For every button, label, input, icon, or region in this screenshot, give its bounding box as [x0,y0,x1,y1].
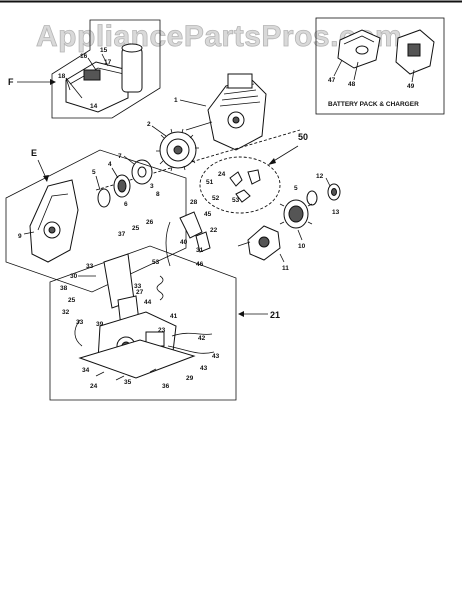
section-label-50: 50 [298,132,308,142]
battery-pack-charger-caption: BATTERY PACK & CHARGER [328,101,419,108]
part-number-33-right: 33 [134,283,142,290]
part-number-49: 49 [407,83,415,90]
section-label-e: E [31,148,37,158]
part-number-53-lower: 53 [152,259,160,266]
part-number-13: 13 [332,209,340,216]
part-number-23: 23 [158,327,166,334]
part-number-42: 42 [198,335,206,342]
part-number-28: 28 [190,199,198,206]
part-number-27: 27 [136,289,144,296]
part-number-52: 52 [212,195,220,202]
carburetor-box [49,245,237,401]
part-number-47: 47 [328,77,336,84]
part-number-33-top: 33 [86,263,94,270]
watermark-text: AppliancePartsPros.com [36,20,402,53]
carburetor-section-21: 21 33 30 38 25 32 33 39 27 33 44 2 [49,199,280,401]
part-number-6: 6 [124,201,128,208]
battery-box [315,17,445,115]
part-number-15: 15 [100,47,108,54]
fuel-tank-group: 16 15 17 18 14 F [8,19,161,119]
part-number-37: 37 [118,231,126,238]
battery-pack-charger-group: 47 48 49 BATTERY PACK & CHARGER [315,17,445,115]
part-number-32: 32 [62,309,70,316]
part-number-4: 4 [108,161,112,168]
part-number-46: 46 [196,261,204,268]
part-number-34: 34 [82,367,90,374]
part-number-22: 22 [210,227,218,234]
part-number-2: 2 [147,121,151,128]
part-number-17: 17 [104,59,112,66]
part-number-44: 44 [144,299,152,306]
part-number-31: 31 [196,247,204,254]
part-number-9: 9 [18,233,22,240]
shaft-axis-line [95,129,301,191]
clutch-dashed-ellipse [199,156,281,214]
part-number-43b: 43 [200,365,208,372]
part-number-10: 10 [298,243,306,250]
part-number-35: 35 [124,379,132,386]
part-number-5-right: 5 [294,185,298,192]
section-label-f: F [8,77,14,87]
part-number-43: 43 [212,353,220,360]
part-number-5: 5 [92,169,96,176]
part-number-25-top: 25 [132,225,140,232]
part-number-30: 30 [70,273,78,280]
part-number-24-bottom: 24 [90,383,98,390]
fuel-cap-part [121,47,143,93]
fan-housing-group: 5 4 6 8 9 E [5,148,187,293]
flywheel-group: 2 [147,121,199,172]
part-number-1: 1 [174,97,178,104]
fan-housing-part [29,179,79,263]
part-number-53: 53 [232,197,240,204]
part-number-25: 25 [68,297,76,304]
part-number-24: 24 [218,171,226,178]
part-number-16: 16 [80,53,88,60]
part-number-14: 14 [90,103,98,110]
part-number-33: 33 [76,319,84,326]
part-number-48: 48 [348,81,356,88]
part-number-38: 38 [60,285,68,292]
part-number-40: 40 [180,239,188,246]
clutch-section-50: 24 51 52 53 50 [199,132,308,214]
fuel-tank-box [51,19,161,119]
part-number-3: 3 [150,183,154,190]
engine-block-group: 1 [174,73,267,151]
part-number-26: 26 [146,219,154,226]
section-label-21: 21 [270,310,280,320]
fan-housing-box [5,149,187,293]
part-number-36: 36 [162,383,170,390]
part-number-29: 29 [186,375,194,382]
part-number-8: 8 [156,191,160,198]
drive-parts-group: 12 13 5 10 11 [237,173,341,272]
part-number-45: 45 [204,211,212,218]
part-number-41: 41 [170,313,178,320]
part-number-18: 18 [58,73,66,80]
part-number-11: 11 [282,265,289,272]
part-number-39: 39 [96,321,104,328]
part-number-51: 51 [206,179,214,186]
part-number-12: 12 [316,173,324,180]
